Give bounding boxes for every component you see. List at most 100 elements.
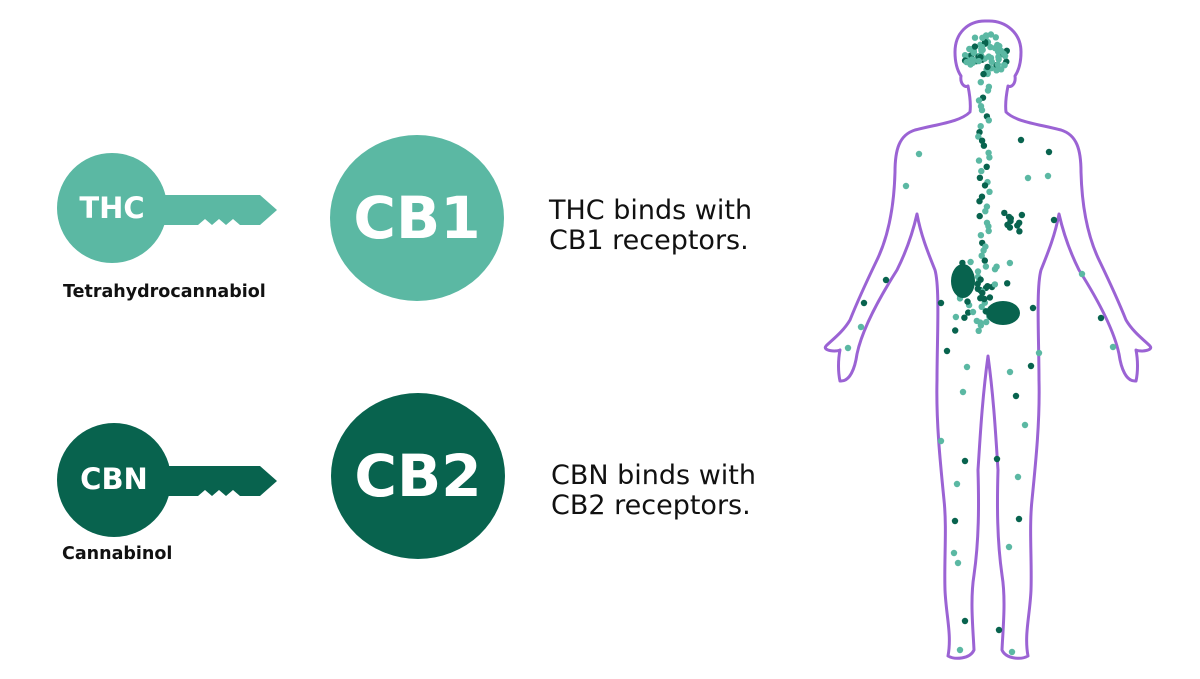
- receptor-dot: [982, 263, 990, 270]
- receptor-dot: [943, 347, 951, 355]
- receptor-dot: [860, 299, 868, 307]
- receptor-dot: [981, 182, 989, 189]
- receptor-dot: [992, 34, 999, 41]
- receptor-dot: [974, 268, 982, 275]
- receptor-dot: [1018, 211, 1026, 219]
- receptor-dot: [993, 263, 1000, 270]
- receptor-dot: [978, 137, 986, 144]
- receptor-dot: [977, 295, 984, 302]
- receptor-dot: [977, 123, 984, 130]
- receptor-dot: [1016, 228, 1023, 235]
- receptor-dot: [952, 327, 959, 334]
- receptor-dot: [996, 42, 1003, 50]
- receptor-dot: [984, 87, 992, 94]
- receptor-dot: [1017, 136, 1025, 144]
- thc-key-label: THC: [79, 191, 145, 225]
- receptor-dot: [975, 97, 983, 104]
- receptor-dot: [994, 61, 1001, 68]
- receptor-dot: [952, 313, 960, 321]
- receptor-dot: [1006, 224, 1014, 231]
- receptor-dot: [995, 56, 1002, 63]
- thc-caption: Tetrahydrocannabiol: [63, 282, 266, 302]
- receptor-dot: [986, 188, 993, 195]
- receptor-dot: [954, 559, 962, 567]
- receptor-dot: [975, 133, 982, 140]
- receptor-dot: [995, 626, 1003, 634]
- receptor-dot: [961, 52, 969, 59]
- receptor-dot: [991, 281, 999, 288]
- receptor-dot: [961, 314, 968, 321]
- receptor-dot: [971, 34, 979, 41]
- thc-binds-text: THC binds with CB1 receptors.: [549, 196, 752, 256]
- receptor-dot: [1006, 368, 1014, 376]
- receptor-dot: [1016, 219, 1023, 226]
- receptor-dot: [978, 167, 985, 175]
- receptor-dot: [969, 308, 977, 316]
- receptor-dot: [1109, 343, 1117, 351]
- receptor-dot: [857, 323, 865, 331]
- cbn-binds-line2: CB2 receptors.: [551, 490, 751, 521]
- receptor-dot: [982, 208, 989, 215]
- cb2-receptor: CB2: [331, 393, 505, 559]
- receptor-dot: [998, 47, 1005, 55]
- receptor-dot: [973, 317, 980, 325]
- receptor-dot: [982, 32, 990, 39]
- receptor-dot: [844, 344, 852, 352]
- receptor-dot: [965, 309, 972, 316]
- cbn-binds-text: CBN binds with CB2 receptors.: [551, 461, 756, 521]
- receptor-dot: [987, 54, 995, 62]
- receptor-dot: [977, 232, 985, 239]
- receptor-dot: [1014, 473, 1022, 481]
- receptor-dot: [975, 327, 982, 334]
- receptor-dot: [967, 258, 974, 266]
- human-body-outline-icon: [823, 19, 1153, 660]
- receptor-dot: [1029, 304, 1037, 312]
- receptor-dot: [985, 117, 992, 124]
- receptor-dot: [1005, 213, 1013, 221]
- receptor-dot: [978, 303, 985, 310]
- receptor-dot: [937, 299, 945, 307]
- receptor-dot: [980, 247, 987, 254]
- receptor-dot: [1044, 172, 1052, 180]
- receptor-dot: [1008, 648, 1016, 656]
- cbn-key-label: CBN: [80, 462, 148, 496]
- body-outline: [823, 19, 1153, 660]
- receptor-dot: [978, 252, 985, 259]
- receptor-dots-icon: [844, 31, 1117, 656]
- receptor-dot: [964, 298, 971, 305]
- receptor-dot: [977, 276, 984, 283]
- organ-blob-left: [951, 264, 975, 298]
- receptor-dot: [976, 198, 983, 205]
- receptor-dot: [961, 457, 969, 465]
- receptor-dot: [986, 294, 994, 301]
- receptor-dot: [985, 223, 992, 230]
- receptor-dot: [1021, 421, 1029, 429]
- receptor-dot: [998, 66, 1005, 73]
- receptor-dot: [1024, 174, 1032, 182]
- receptor-dot: [975, 157, 983, 164]
- receptor-dot: [953, 480, 961, 488]
- receptor-dot: [970, 49, 977, 57]
- receptor-dot: [1050, 216, 1058, 224]
- receptor-dot: [1035, 349, 1043, 357]
- receptor-dot: [963, 58, 970, 66]
- receptor-dot: [976, 212, 983, 220]
- receptor-dot: [950, 549, 958, 557]
- receptor-dot: [986, 154, 993, 161]
- receptor-dot: [956, 646, 964, 654]
- receptor-dot: [963, 363, 971, 371]
- thc-key-icon: [57, 153, 277, 263]
- receptor-dot: [1078, 270, 1086, 278]
- receptor-dot: [983, 318, 990, 326]
- receptor-dot: [978, 43, 986, 51]
- receptor-dot: [987, 31, 995, 38]
- receptor-dot: [961, 617, 969, 625]
- receptor-dot: [966, 45, 973, 53]
- receptor-dot: [980, 70, 987, 78]
- receptor-dot: [937, 437, 945, 445]
- receptor-dot: [902, 182, 910, 190]
- thc-binds-line1: THC binds with: [549, 195, 753, 226]
- cb1-receptor: CB1: [330, 135, 504, 301]
- receptor-dot: [959, 388, 967, 396]
